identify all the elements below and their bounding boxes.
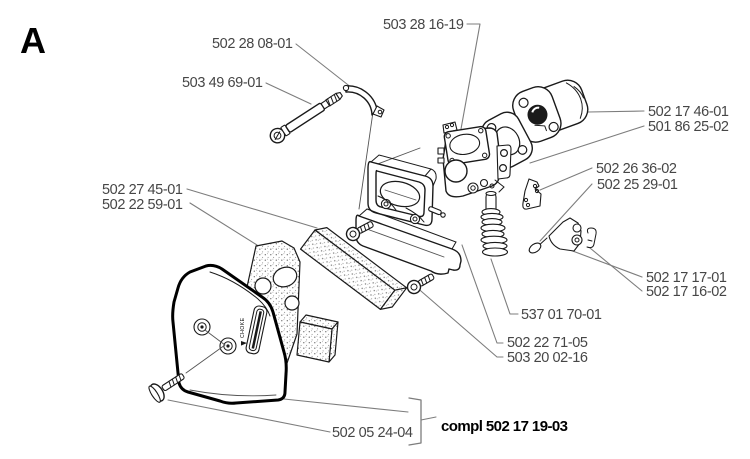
choke-arrow-icon: [241, 341, 247, 346]
throttle-lever-drawing: [548, 217, 583, 252]
choke-marking: CHOKE: [240, 317, 246, 338]
choke-wire-drawing: [528, 237, 548, 254]
callout-carburetor: 503 28 16-19: [383, 17, 464, 33]
callout-gasket: 501 86 25-02: [648, 119, 729, 135]
callout-filter-housing: 502 22 71-05: [507, 335, 588, 351]
section-label: A: [20, 20, 46, 61]
callout-clamp: 502 28 08-01: [212, 36, 293, 52]
intake-spacer-drawing: [512, 79, 589, 143]
callout-filter-base: 503 20 02-16: [507, 350, 588, 366]
callout-intake-spacer: 502 17 46-01: [648, 104, 729, 120]
callout-filter-plate: 502 22 59-01: [102, 197, 183, 213]
cover-screw-drawing: [148, 373, 185, 403]
callout-throttle-bracket: 502 26 36-02: [596, 161, 677, 177]
callout-lever-clip: 502 17 16-02: [646, 284, 727, 300]
air-filter-foam-drawing: [299, 227, 408, 310]
leader-lines: [167, 23, 645, 446]
carburetor-drawing: [437, 121, 512, 198]
callout-choke-rod: 503 49 69-01: [182, 75, 263, 91]
lever-clip-drawing: [586, 227, 597, 249]
frame-screw-left: [345, 221, 374, 242]
callout-cover-screw: 502 05 24-04: [332, 425, 413, 441]
filter-cover-drawing: CHOKE: [171, 263, 288, 405]
assembly-bracket: [408, 397, 422, 446]
callout-throttle-lever: 502 17 17-01: [646, 270, 727, 286]
choke-rod-drawing: [269, 92, 343, 144]
callout-labels: A 502 28 08-01 503 49 69-01 503 28 16-19…: [20, 17, 729, 441]
filter-housing-drawing: [355, 208, 462, 275]
cover-louver: [245, 305, 268, 355]
assembly-note-label: compl 502 17 19-03: [441, 418, 568, 435]
filter-holder-frame-drawing: [367, 154, 446, 227]
throttle-bracket-drawing: [522, 178, 542, 210]
callout-choke-wire: 502 25 29-01: [597, 177, 678, 193]
bellows-drawing: [480, 190, 509, 257]
intake-clamp-drawing: [342, 84, 385, 118]
frame-screw-right: [406, 273, 435, 295]
callout-air-filter: 502 27 45-01: [102, 182, 183, 198]
callout-bellows: 537 01 70-01: [521, 307, 602, 323]
